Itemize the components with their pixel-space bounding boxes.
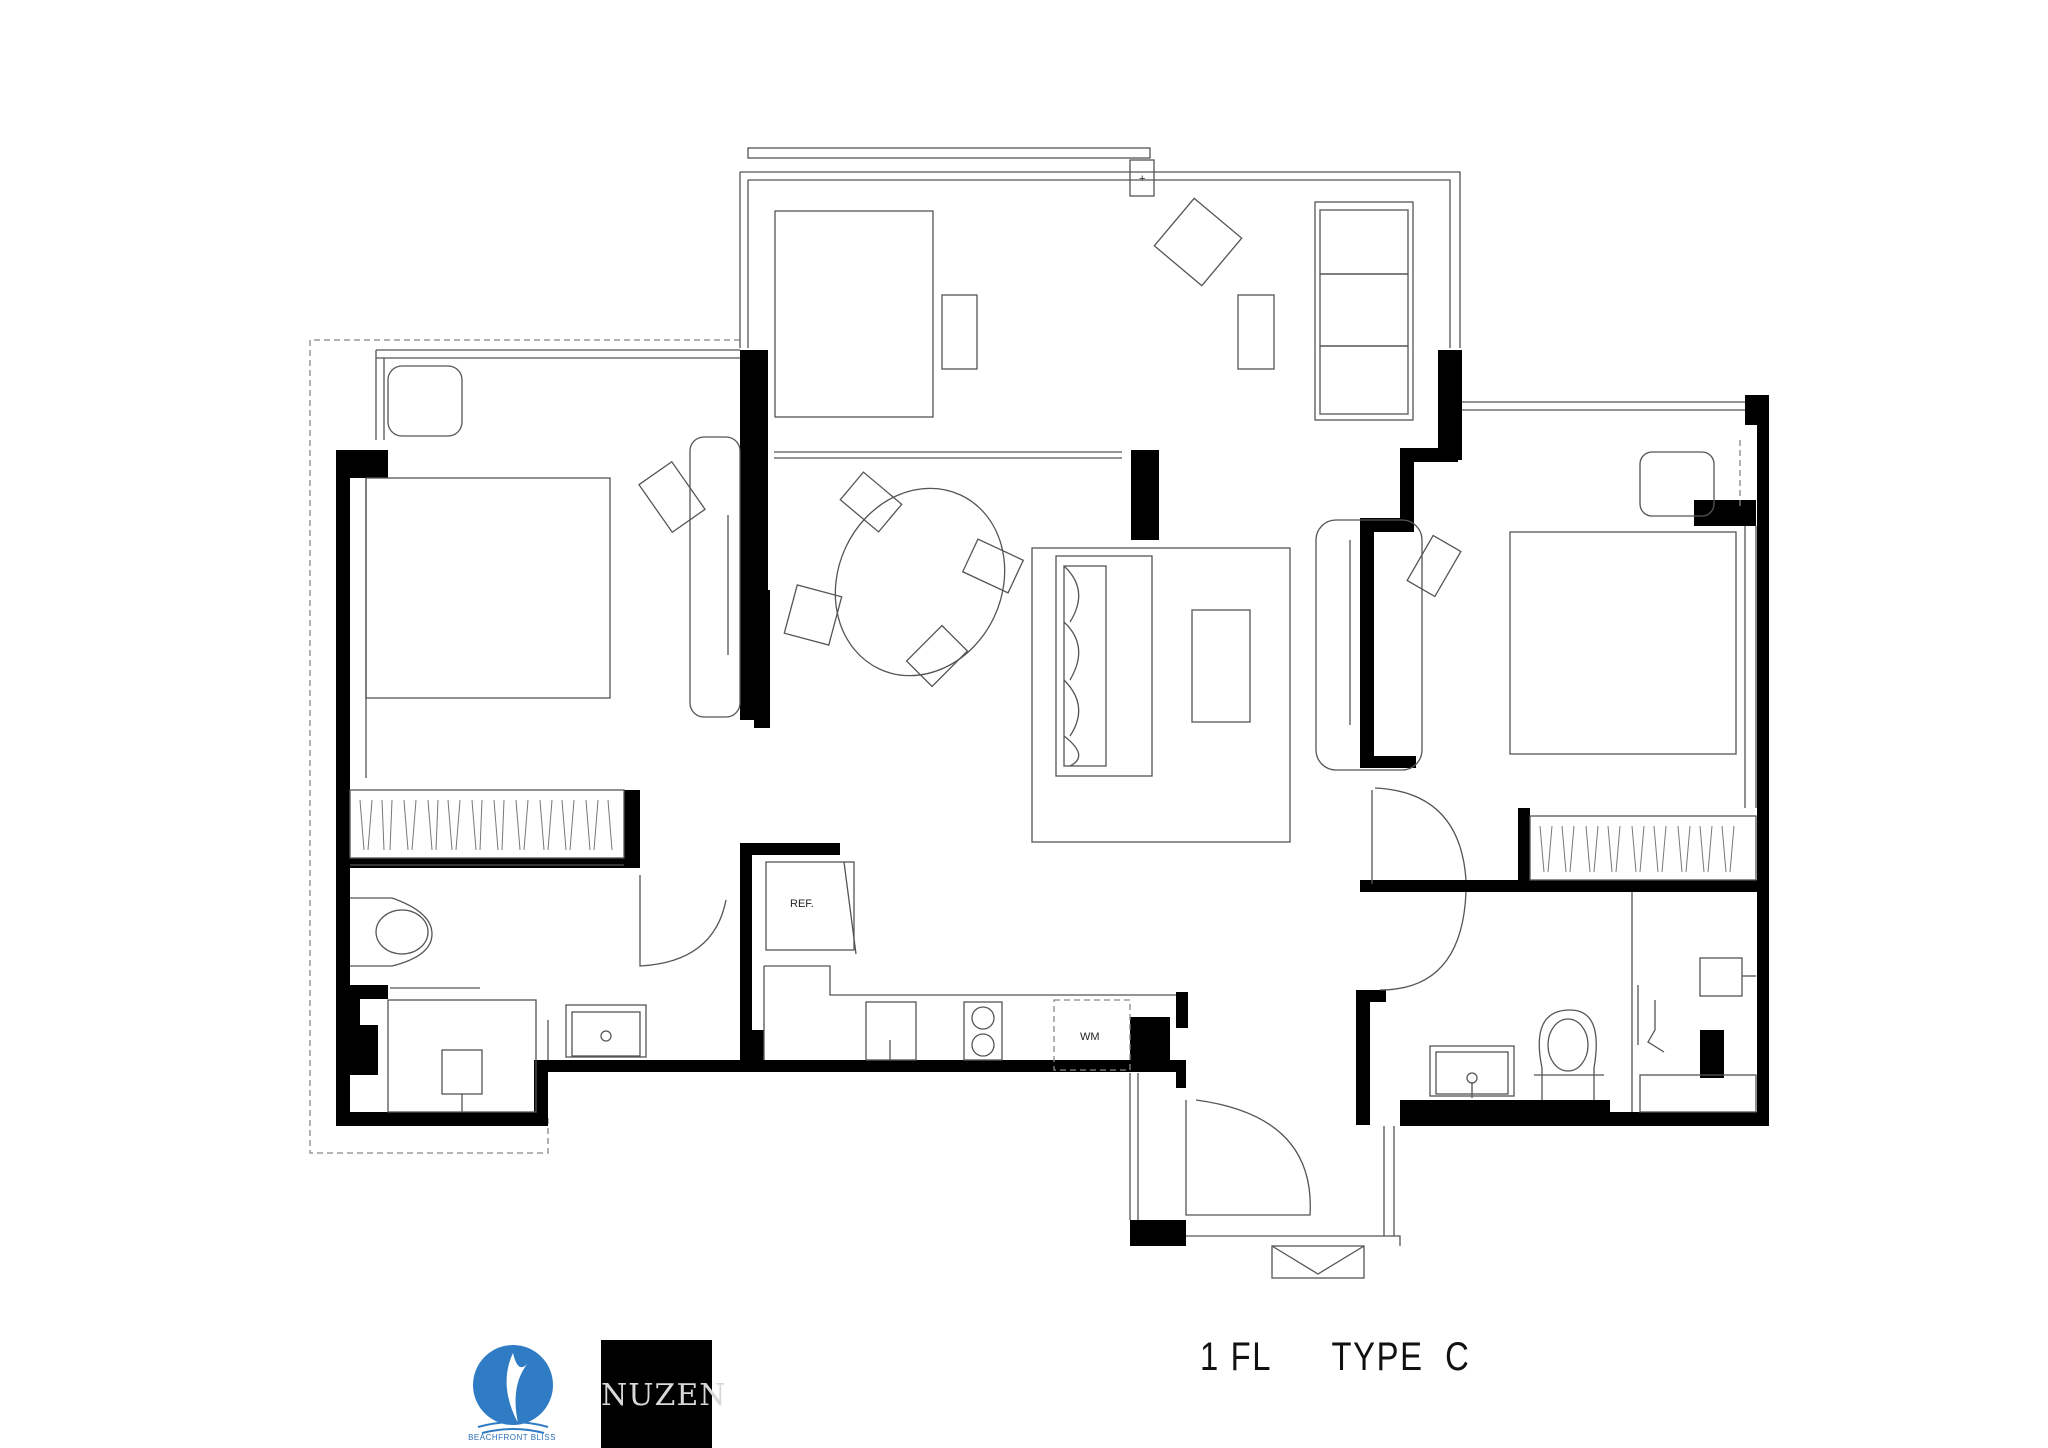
ref-label: REF.: [790, 898, 814, 910]
right-bedroom: [1429, 401, 1757, 1113]
nuzen-text: NUZEN: [601, 1378, 727, 1413]
living-dining: [783, 471, 1467, 991]
floor-label: 1 FL: [1200, 1335, 1273, 1379]
outline-boundary: [309, 339, 740, 1154]
type-label: TYPE C: [1331, 1335, 1471, 1379]
kitchen: REF. WM: [763, 861, 1176, 1071]
wm-label: WM: [1080, 1031, 1100, 1043]
svg-text:+: +: [1139, 173, 1145, 185]
floor-plan-title: 1 FL TYPE C: [1200, 1335, 1471, 1380]
left-bedroom: [349, 349, 741, 1113]
beachfront-bliss-text: BEACHFRONT BLISS: [468, 1433, 556, 1442]
walls: [336, 350, 1769, 1246]
beachfront-bliss-logo: [473, 1345, 553, 1434]
nuzen-logo: NUZEN: [601, 1340, 727, 1448]
wardrobe-hangers-left: [359, 799, 613, 851]
balcony: +: [739, 147, 1461, 459]
wardrobe-hangers-right: [1539, 825, 1735, 873]
entrance: [1129, 1073, 1401, 1279]
